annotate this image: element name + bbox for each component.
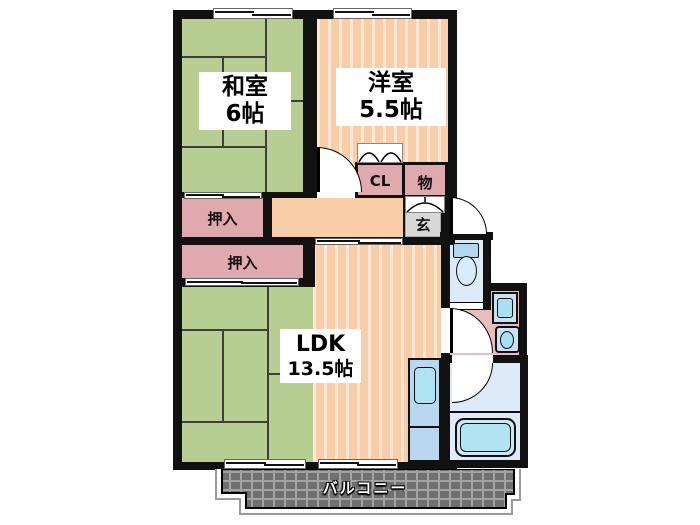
window-icon xyxy=(224,459,306,469)
tatami-line xyxy=(182,329,267,331)
entrance-label: 玄 xyxy=(415,216,431,234)
youshitsu-name: 洋室 xyxy=(368,70,414,96)
wall xyxy=(303,237,315,287)
wall xyxy=(263,192,272,245)
bathroom-divider xyxy=(450,411,520,413)
bathtub-icon xyxy=(455,418,516,457)
wall xyxy=(520,355,528,468)
window-icon xyxy=(318,459,398,469)
washitsu-name: 和室 xyxy=(222,74,268,100)
kitchen-sink-icon xyxy=(414,367,436,404)
toilet-bowl-icon xyxy=(456,256,477,286)
wall xyxy=(483,283,527,291)
corridor-floor xyxy=(272,198,403,237)
ldk-name: LDK xyxy=(295,332,346,357)
sliding-door-icon xyxy=(185,278,299,286)
window-icon xyxy=(213,8,293,19)
wall xyxy=(403,195,405,237)
folding-door-icon xyxy=(357,143,403,163)
oshiire-upper-floor xyxy=(182,198,263,237)
wall xyxy=(303,10,317,198)
washitsu-size: 6帖 xyxy=(225,101,265,128)
folding-door-icon xyxy=(405,196,445,213)
oshiire-upper-label: 押入 xyxy=(207,210,238,228)
storage-box: 物 xyxy=(402,162,448,198)
washing-machine-icon xyxy=(492,292,518,324)
closet-cl-label: CL xyxy=(369,172,391,190)
ldk-label: LDK 13.5帖 xyxy=(280,329,361,384)
wall xyxy=(442,355,452,363)
wash-basin-icon xyxy=(495,326,520,353)
sliding-door-icon xyxy=(315,238,403,245)
wall xyxy=(442,460,528,468)
door-swing-front-entrance xyxy=(450,197,487,234)
tatami-line xyxy=(222,330,224,422)
kitchen-counter xyxy=(408,358,441,462)
wall xyxy=(493,355,528,363)
oshiire-lower-floor xyxy=(182,245,303,278)
window-icon xyxy=(333,8,412,19)
closet-cl-box: CL xyxy=(355,162,405,198)
wall xyxy=(440,232,493,240)
toilet-door xyxy=(450,302,483,310)
youshitsu-size: 5.5帖 xyxy=(359,97,423,124)
sliding-door-icon xyxy=(184,192,262,199)
youshitsu-label: 洋室 5.5帖 xyxy=(336,68,446,127)
balcony-label: バルコニー xyxy=(322,479,408,497)
door-opening xyxy=(441,308,450,353)
washitsu-label: 和室 6帖 xyxy=(199,72,291,131)
wall xyxy=(519,283,527,362)
wall xyxy=(483,232,491,310)
wall xyxy=(173,462,457,470)
storage-label: 物 xyxy=(417,174,433,192)
wall xyxy=(448,10,457,198)
tatami-line xyxy=(182,421,267,423)
oshiire-lower-label: 押入 xyxy=(227,254,258,272)
ldk-size: 13.5帖 xyxy=(287,357,354,380)
tatami-line xyxy=(182,146,265,148)
